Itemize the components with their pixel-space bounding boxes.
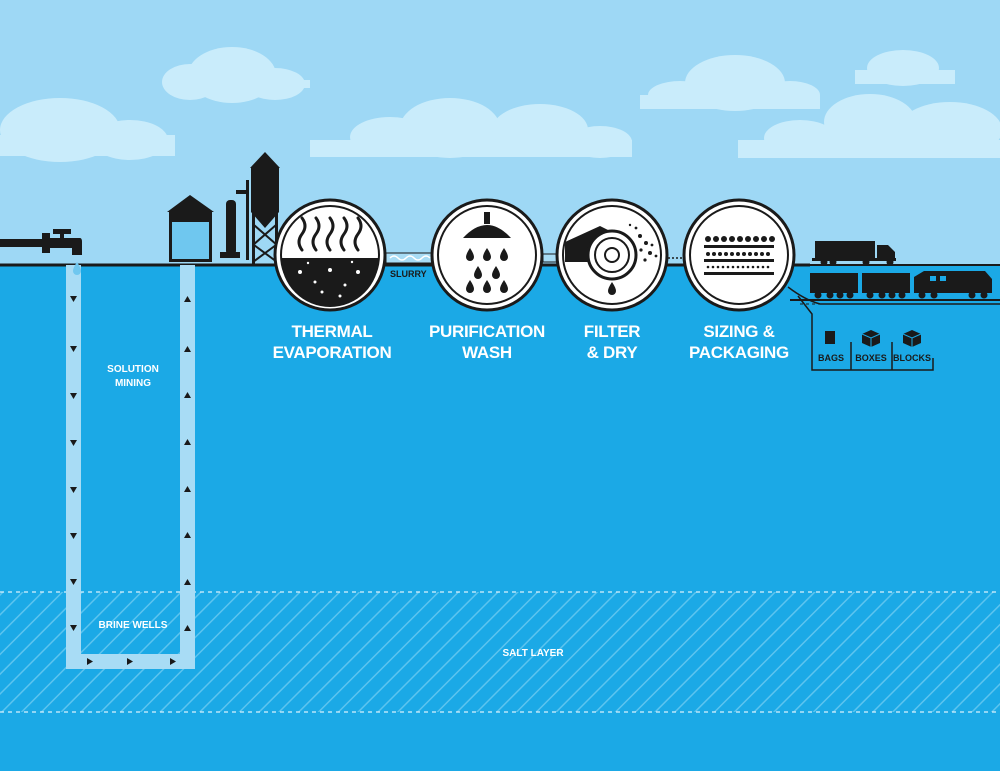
stage-purification-wash <box>430 198 544 312</box>
stage-filter-dry <box>555 198 669 312</box>
brine-storage-tank-icon <box>167 195 214 262</box>
block-icon <box>902 330 922 347</box>
stage-sizing-packaging <box>682 198 796 312</box>
slurry-link <box>542 253 558 263</box>
cloud <box>738 94 1000 158</box>
stage-title-sizing-line1: SIZING & <box>703 322 774 341</box>
bags-label: BAGS <box>818 353 844 363</box>
packaging-bracket <box>797 295 934 371</box>
truck-icon <box>812 241 896 266</box>
stage-title-thermal-line2: EVAPORATION <box>273 343 392 362</box>
train-icon <box>810 271 992 299</box>
stage-title-filter-line2: & DRY <box>587 343 639 362</box>
brine-well-loop <box>66 265 195 669</box>
clouds <box>0 47 1000 162</box>
bag-icon <box>825 331 835 344</box>
cloud <box>855 50 955 86</box>
stage-title-purification-line1: PURIFICATION <box>429 322 545 341</box>
cloud <box>162 47 310 103</box>
stage-title-filter-line1: FILTER <box>584 322 640 341</box>
box-icon <box>861 330 881 347</box>
cloud <box>0 98 175 162</box>
right-arrows <box>87 658 176 665</box>
stage-title-sizing-line2: PACKAGING <box>689 343 789 362</box>
stage-title-thermal-line1: THERMAL <box>292 322 373 341</box>
solution-mining-label-line1: SOLUTION <box>107 364 159 375</box>
water-drop-icon <box>73 262 81 275</box>
down-arrows <box>70 296 77 631</box>
salt-layer <box>0 592 1000 712</box>
shower-icon <box>463 212 511 293</box>
solution-mining-label-line2: MINING <box>115 378 151 389</box>
evaporation-icon <box>281 216 379 307</box>
brine-wells-label: BRINE WELLS <box>99 620 168 631</box>
slurry-pipe <box>385 252 433 264</box>
cloud <box>310 98 632 158</box>
salt-layer-label: SALT LAYER <box>502 648 564 659</box>
rail-curve <box>787 286 1000 305</box>
cloud <box>640 55 820 111</box>
blocks-label: BLOCKS <box>893 353 931 363</box>
stage-title-purification-line2: WASH <box>462 343 512 362</box>
stage-thermal-evaporation <box>273 198 387 312</box>
rail-track <box>790 299 1000 305</box>
sizing-screen-icon <box>704 236 775 275</box>
filter-dryer-icon <box>565 223 658 295</box>
boxes-label: BOXES <box>855 353 887 363</box>
water-faucet-icon <box>0 229 82 255</box>
evaporator-tower-icon <box>220 152 280 264</box>
up-arrows <box>184 296 191 631</box>
slurry-label: SLURRY <box>390 269 427 279</box>
